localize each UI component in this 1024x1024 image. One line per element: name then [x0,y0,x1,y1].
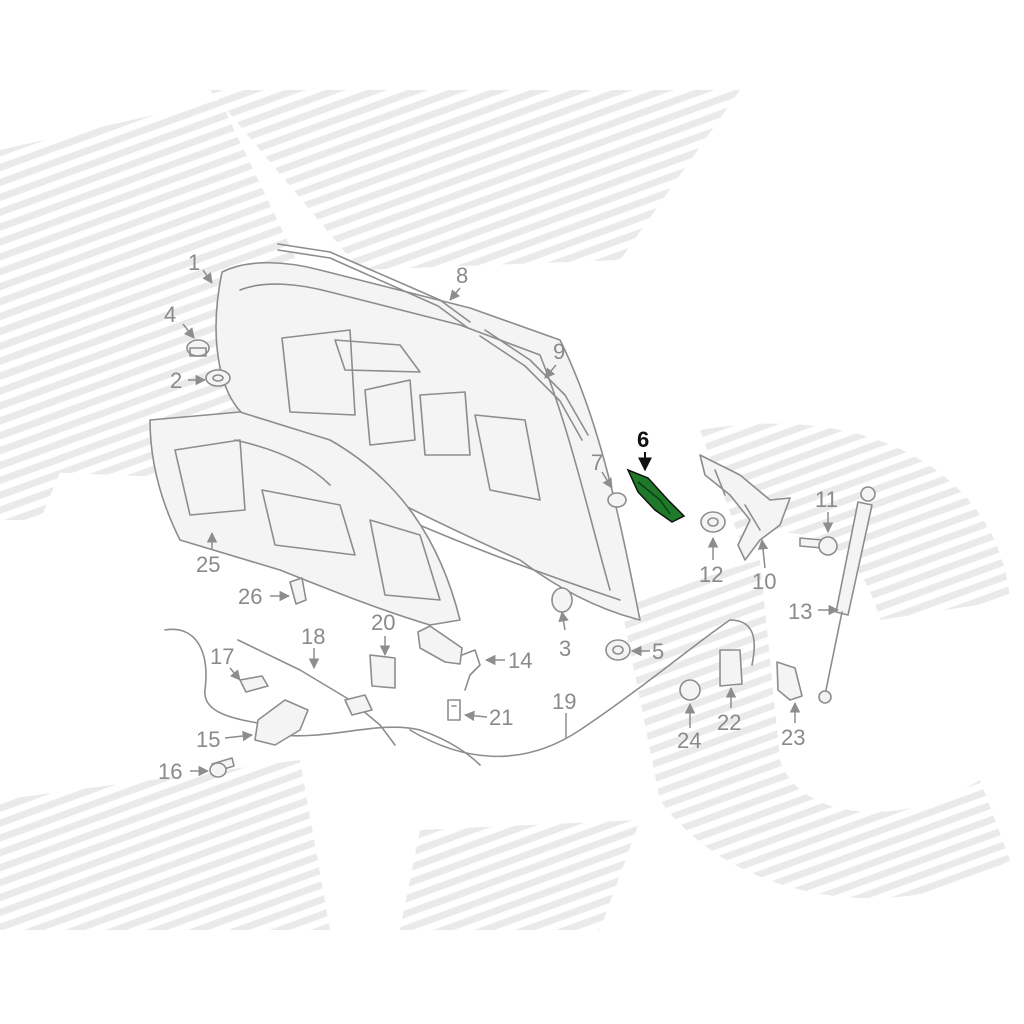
part-bush-5 [605,639,631,661]
part-seal-8 [277,243,471,323]
part-clip-26 [289,577,307,605]
callout-21: 21 [489,705,513,730]
callout-24: 24 [677,728,701,753]
part-buffer-7 [607,492,627,508]
part-insulation-pad [149,411,461,626]
callout-26: 26 [238,584,262,609]
callout-2: 2 [170,368,182,393]
callout-9: 9 [553,339,565,364]
callout-1: 1 [188,250,200,275]
callout-19: 19 [552,689,576,714]
part-bolt-11 [799,536,838,556]
part-clip-21 [447,699,461,721]
cables [164,619,756,766]
part-bracket-22 [719,649,743,687]
callout-14: 14 [508,648,532,673]
part-bumper-3 [551,587,573,613]
part-bush-12 [700,511,726,533]
callout-22: 22 [717,710,741,735]
part-handle-15 [254,699,309,746]
callout-5: 5 [652,639,664,664]
callout-18: 18 [301,624,325,649]
part-hinge-10 [699,454,791,561]
callout-11: 11 [815,487,838,512]
callout-labels: 1 2 3 4 5 6 7 8 9 10 11 12 13 14 15 16 1… [158,250,838,784]
leader-lines [182,269,840,777]
part-clip-4 [186,339,210,357]
callout-16: 16 [158,759,182,784]
part-seal-8-outline [277,249,469,329]
callout-8: 8 [456,263,468,288]
part-6-highlighted [626,468,686,523]
callout-6: 6 [637,427,649,452]
callout-25: 25 [196,552,220,577]
part-strip-9-outline [479,335,583,441]
part-bolt-16 [209,757,235,778]
callout-10: 10 [752,569,776,594]
part-bush-24 [679,679,701,701]
part-latch-20 [369,654,396,689]
callout-4: 4 [164,302,176,327]
callout-15: 15 [196,727,220,752]
callout-13: 13 [788,599,812,624]
callout-3: 3 [559,636,571,661]
part-grommet-2 [205,369,231,387]
callout-7: 7 [591,450,603,475]
part-switch-14 [417,625,481,691]
callout-23: 23 [781,725,805,750]
part-strut-13 [818,486,876,704]
watermark [0,90,1010,930]
callout-17: 17 [210,644,234,669]
callout-12: 12 [699,562,723,587]
part-striker-23 [776,661,803,701]
callout-20: 20 [371,610,395,635]
